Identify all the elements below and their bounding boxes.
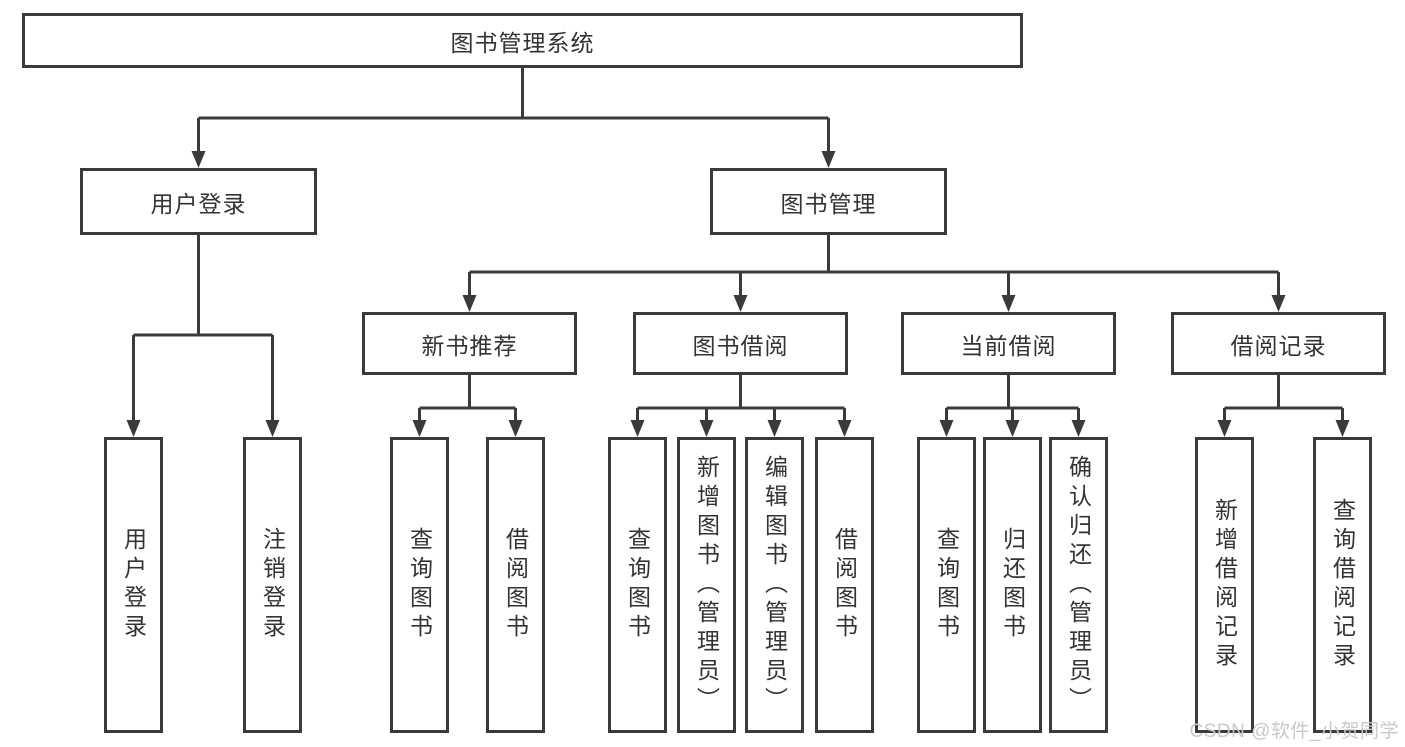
node-current-borrow: 当前借阅	[901, 312, 1116, 375]
leaf-query-books-borrow: 查询图书	[608, 437, 667, 733]
leaf-borrow-books-recommend: 借阅图书	[486, 437, 545, 733]
leaf-add-book-admin: 新增图书（管理员）	[677, 437, 736, 733]
node-root-system: 图书管理系统	[22, 13, 1023, 68]
node-book-borrow: 图书借阅	[633, 312, 848, 375]
leaf-return-books: 归还图书	[983, 437, 1042, 733]
leaf-query-books-current: 查询图书	[917, 437, 976, 733]
leaf-edit-book-admin: 编辑图书（管理员）	[745, 437, 804, 733]
node-borrow-records: 借阅记录	[1171, 312, 1386, 375]
leaf-logout: 注销登录	[243, 437, 302, 733]
csdn-watermark: CSDN @软件_小贺同学	[1189, 721, 1399, 742]
node-book-management: 图书管理	[710, 168, 947, 235]
node-new-book-recommend: 新书推荐	[362, 312, 577, 375]
leaf-user-login-action: 用户登录	[104, 437, 163, 733]
leaf-confirm-return-admin: 确认归还（管理员）	[1049, 437, 1108, 733]
leaf-borrow-books-action: 借阅图书	[815, 437, 874, 733]
leaf-query-books-recommend: 查询图书	[390, 437, 449, 733]
node-user-login: 用户登录	[80, 168, 317, 235]
leaf-add-borrow-record: 新增借阅记录	[1195, 437, 1254, 733]
leaf-query-borrow-record: 查询借阅记录	[1313, 437, 1372, 733]
